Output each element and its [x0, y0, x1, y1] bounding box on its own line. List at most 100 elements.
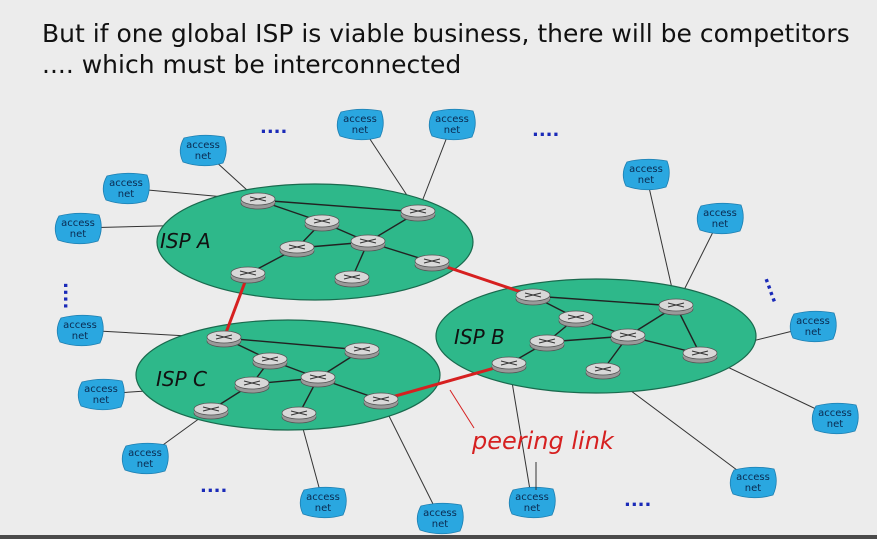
access-net-label-line1: access — [629, 164, 663, 175]
access-net-label-line1: access — [61, 218, 95, 229]
title-line-2: .... which must be interconnected — [42, 50, 462, 79]
router-icon — [300, 370, 336, 388]
router-icon — [206, 330, 242, 348]
access-net-label-line2: net — [827, 419, 843, 430]
router-icon — [491, 356, 527, 374]
router-icon — [585, 362, 621, 380]
access-net-label-line1: access — [818, 408, 852, 419]
access-net-label-line2: net — [432, 519, 448, 530]
access-net-label-line1: access — [736, 472, 770, 483]
access-net-label-line1: access — [84, 384, 118, 395]
peering-link-line — [380, 362, 510, 402]
access-net-label-line2: net — [444, 125, 460, 136]
peering-link-label: peering link — [471, 427, 615, 455]
router-icon — [193, 402, 229, 420]
title-line-1: But if one global ISP is viable business… — [42, 19, 850, 48]
router-icon — [334, 270, 370, 288]
peering-link-line — [431, 260, 534, 298]
access-net-label-line1: access — [343, 114, 377, 125]
access-link — [508, 363, 533, 503]
access-net-label-line2: net — [805, 327, 821, 338]
access-net-label-line2: net — [524, 503, 540, 514]
peering-annotation: peering link — [449, 389, 615, 490]
router-icon — [558, 310, 594, 328]
access-net-label-line1: access — [435, 114, 469, 125]
access-net-label-line2: net — [745, 483, 761, 494]
router-icon — [234, 376, 270, 394]
access-net-label-line2: net — [70, 229, 86, 240]
peering-link-line — [222, 273, 250, 339]
router-icon — [610, 328, 646, 346]
access-net-label-line1: access — [796, 316, 830, 327]
internal-link — [257, 199, 419, 213]
access-net-label-line1: access — [109, 178, 143, 189]
isp-label: ISP C — [156, 367, 207, 391]
ellipsis-dots: .... — [759, 273, 788, 306]
access-link — [645, 173, 677, 307]
router-icon — [350, 234, 386, 252]
isp-label: ISP B — [454, 325, 505, 349]
access-net-label-line2: net — [712, 219, 728, 230]
access-net-label-line2: net — [195, 151, 211, 162]
access-net-label-line1: access — [186, 140, 220, 151]
ellipsis-dots: .... — [532, 120, 559, 141]
access-net-label-line1: access — [63, 320, 97, 331]
router-icon — [279, 240, 315, 258]
router-icon — [414, 254, 450, 272]
access-net-label-line2: net — [137, 459, 153, 470]
slide-title: But if one global ISP is viable business… — [42, 18, 850, 80]
router-icon — [281, 406, 317, 424]
access-net-label-line2: net — [315, 503, 331, 514]
isp-label: ISP A — [160, 229, 211, 253]
router-icon — [682, 346, 718, 364]
router-icon — [363, 392, 399, 410]
bottom-bar — [0, 535, 877, 539]
access-net-label-line1: access — [423, 508, 457, 519]
peering-links — [222, 260, 534, 402]
router-icon — [252, 352, 288, 370]
routers — [193, 192, 718, 424]
ellipsis-dots: .... — [200, 476, 227, 497]
access-net-label-line1: access — [515, 492, 549, 503]
router-icon — [400, 204, 436, 222]
access-net-label-line2: net — [638, 175, 654, 186]
access-net-label-line1: access — [128, 448, 162, 459]
access-net-label-line2: net — [93, 395, 109, 406]
access-net-label-line2: net — [118, 189, 134, 200]
access-link — [380, 399, 441, 519]
router-icon — [344, 342, 380, 360]
access-net-label-line1: access — [306, 492, 340, 503]
ellipsis-dots: .... — [59, 282, 80, 309]
internal-link — [532, 295, 677, 307]
isp-labels: ISP A ISP B ISP C — [156, 229, 505, 391]
router-icon — [658, 298, 694, 316]
ellipsis-dots: .... — [260, 117, 287, 138]
router-icon — [304, 214, 340, 232]
access-networks: accessnetaccessnetaccessnetaccessnetacce… — [54, 108, 859, 535]
access-net-label-line1: access — [703, 208, 737, 219]
access-net-label-line2: net — [352, 125, 368, 136]
router-icon — [515, 288, 551, 306]
access-net-label-line2: net — [72, 331, 88, 342]
internal-link — [223, 337, 363, 351]
router-icon — [230, 266, 266, 284]
router-icon — [529, 334, 565, 352]
router-icon — [240, 192, 276, 210]
